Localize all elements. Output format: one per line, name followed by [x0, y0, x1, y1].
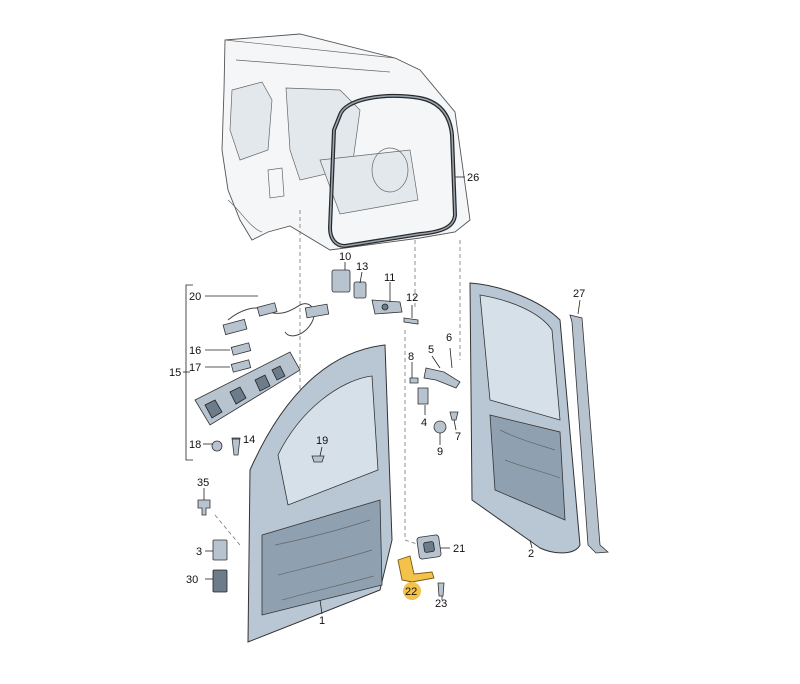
callout-1: 1	[319, 615, 325, 627]
callout-13: 13	[356, 261, 368, 273]
callout-11: 11	[384, 272, 395, 284]
callout-17: 17	[189, 362, 201, 374]
callout-35: 35	[197, 477, 209, 489]
callout-23: 23	[435, 598, 447, 610]
door-check-assembly	[397, 534, 445, 597]
callout-10: 10	[339, 251, 351, 263]
callout-15: 15	[169, 367, 181, 379]
callout-16: 16	[189, 345, 201, 357]
callout-22: 22	[405, 586, 417, 598]
group-bracket-15	[185, 284, 193, 461]
callout-12: 12	[406, 292, 418, 304]
callout-5: 5	[428, 344, 434, 356]
callout-20: 20	[189, 291, 201, 303]
callout-labels: 26 10 13 11 12 20 16 17 15 18 14 8 5 6 4…	[169, 172, 585, 627]
callout-9: 9	[437, 446, 443, 458]
callout-18: 18	[189, 439, 201, 451]
callout-14: 14	[243, 434, 255, 446]
leader-lines	[183, 176, 581, 615]
callout-8: 8	[408, 351, 414, 363]
highlight-badge	[403, 582, 421, 600]
callout-19: 19	[316, 435, 328, 447]
callout-4: 4	[421, 417, 427, 429]
callout-21: 21	[453, 543, 465, 555]
callout-30: 30	[186, 574, 198, 586]
callout-27: 27	[573, 288, 585, 300]
small-parts	[197, 455, 325, 593]
left-door	[247, 344, 393, 643]
callout-7: 7	[455, 431, 461, 443]
callout-26: 26	[467, 172, 479, 184]
callout-3: 3	[196, 546, 202, 558]
door-check-strap	[397, 555, 435, 583]
door-seal	[327, 94, 458, 249]
vehicle-rear-body	[221, 33, 471, 251]
handle-assembly	[194, 302, 330, 456]
callout-2: 2	[528, 548, 534, 560]
hinge-hardware	[331, 269, 461, 434]
door-seal-strip	[569, 314, 609, 554]
right-door	[469, 282, 581, 554]
callout-6: 6	[446, 332, 452, 344]
